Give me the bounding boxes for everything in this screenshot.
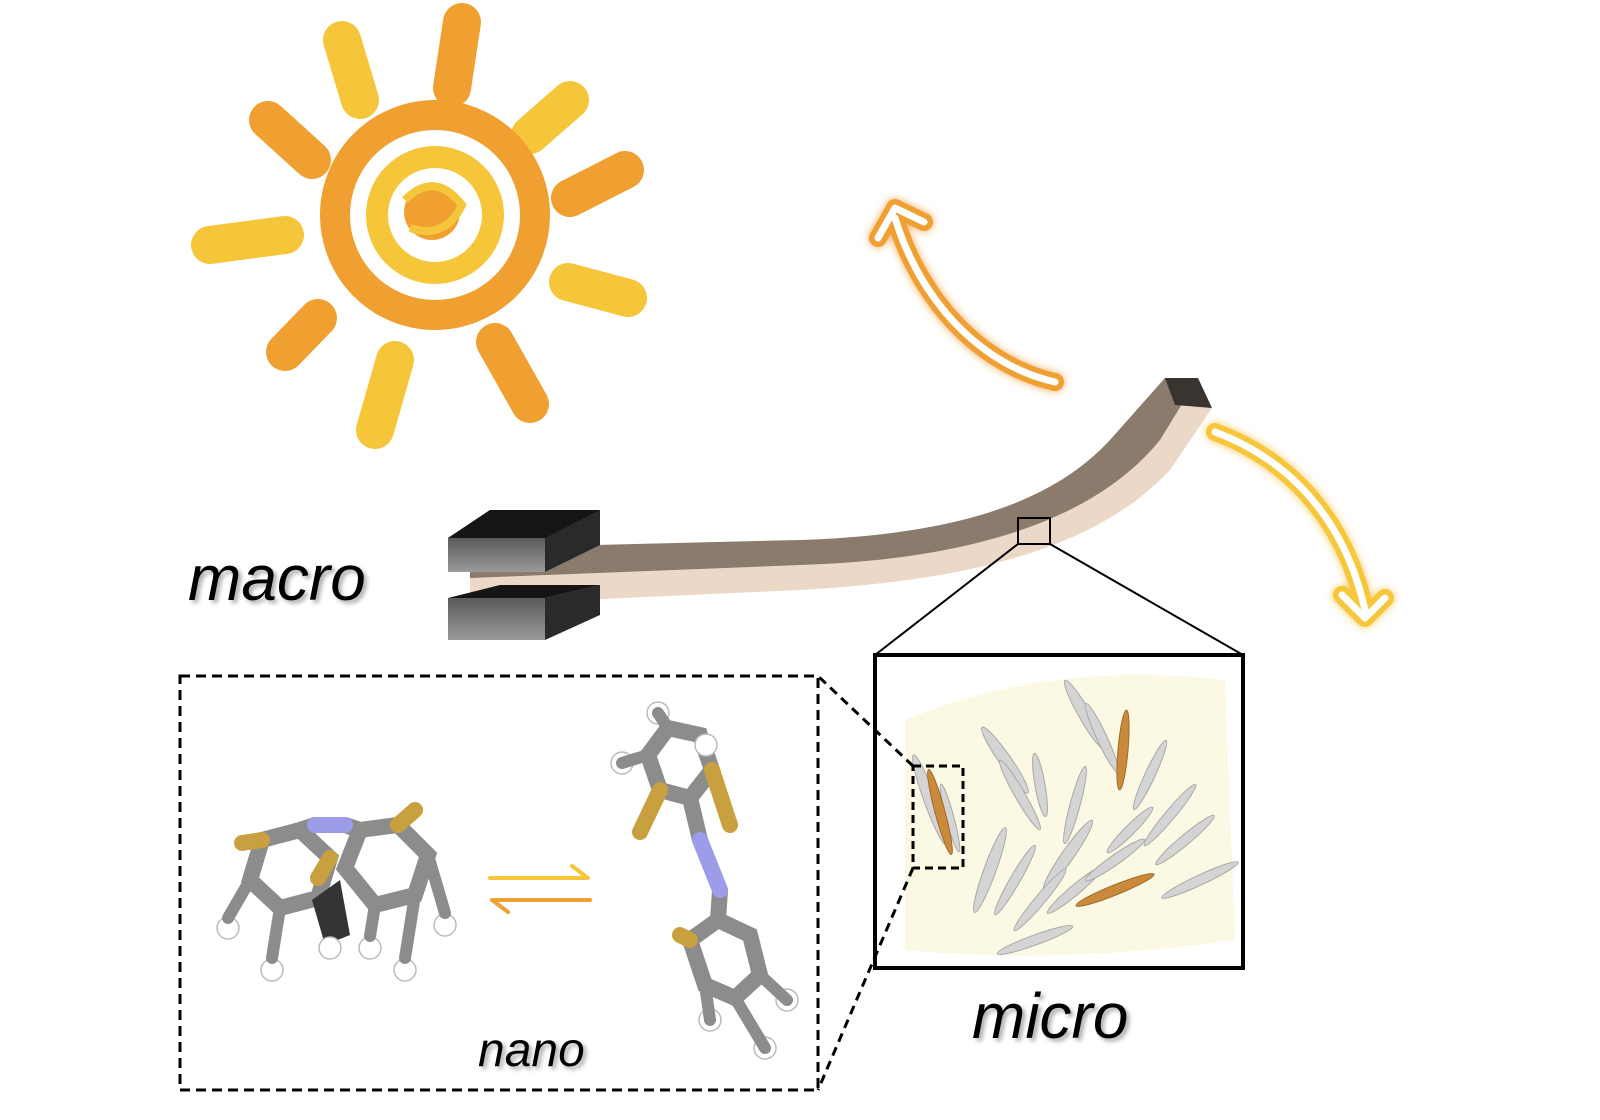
macro-label: macro <box>188 542 366 614</box>
sun-icon <box>210 22 628 430</box>
micro-label: micro <box>972 980 1128 1052</box>
curved-arrow-up-icon <box>878 208 1055 382</box>
nano-label: nano <box>478 1024 585 1077</box>
micro-panel <box>875 655 1243 968</box>
curved-arrow-down-icon <box>1215 432 1385 618</box>
cis-molecule <box>217 810 456 981</box>
bending-film <box>470 378 1212 605</box>
equilibrium-arrows-icon <box>490 866 590 912</box>
trans-molecule <box>611 702 798 1059</box>
